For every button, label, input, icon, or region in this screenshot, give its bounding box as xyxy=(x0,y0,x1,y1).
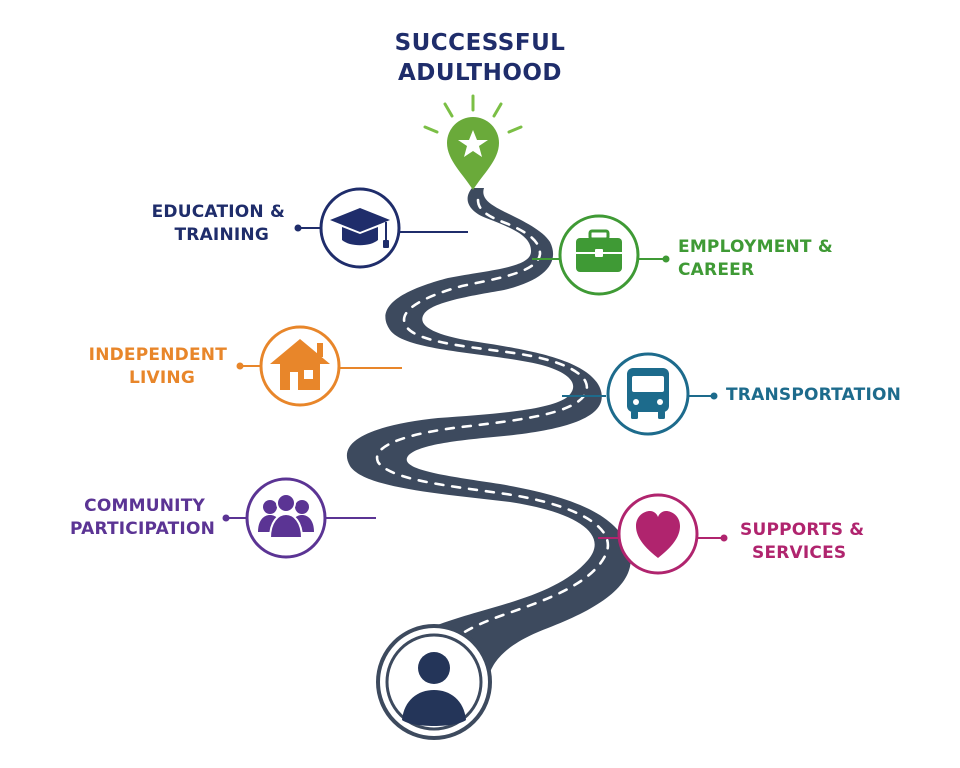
employment-label: EMPLOYMENT & CAREER xyxy=(678,236,833,282)
independent-living-milestone-circle xyxy=(259,325,341,407)
education-label: EDUCATION & TRAINING xyxy=(130,201,285,247)
road-center-line xyxy=(375,198,610,678)
start-person-circle xyxy=(376,624,492,740)
connector-lines xyxy=(222,224,728,542)
title-line-1: SUCCESSFUL xyxy=(394,30,566,56)
goal-pin xyxy=(423,94,523,190)
education-label-line-1: EDUCATION & xyxy=(151,202,285,222)
transportation-label-line-1: TRANSPORTATION xyxy=(726,385,902,405)
supports-label-line-2: SERVICES xyxy=(752,543,847,563)
supports-label-line-1: SUPPORTS & xyxy=(740,520,865,540)
transportation-milestone-circle xyxy=(606,352,690,436)
community-label-line-2: PARTICIPATION xyxy=(70,519,216,539)
heart-icon xyxy=(636,511,680,558)
employment-label-line-1: EMPLOYMENT & xyxy=(678,237,833,257)
transportation-label: TRANSPORTATION xyxy=(726,384,902,407)
employment-label-line-2: CAREER xyxy=(678,260,755,280)
road-surface xyxy=(346,188,631,680)
star-location-pin-icon xyxy=(458,130,488,157)
house-icon xyxy=(270,339,330,390)
supports-label: SUPPORTS & SERVICES xyxy=(740,519,890,565)
supports-milestone-circle xyxy=(617,493,699,575)
education-milestone-circle xyxy=(319,187,401,269)
diagram-title: SUCCESSFUL ADULTHOOD xyxy=(330,28,630,88)
education-label-line-2: TRAINING xyxy=(174,225,269,245)
title-line-2: ADULTHOOD xyxy=(397,60,563,86)
community-milestone-circle xyxy=(245,477,327,559)
winding-road xyxy=(346,188,631,680)
community-label: COMMUNITY PARTICIPATION xyxy=(70,495,215,541)
briefcase-icon xyxy=(576,229,622,272)
community-label-line-1: COMMUNITY xyxy=(84,496,205,516)
bus-icon xyxy=(627,368,669,419)
independent-living-label-line-2: LIVING xyxy=(128,368,195,388)
graduation-cap-icon xyxy=(330,208,390,248)
person-icon xyxy=(402,652,466,726)
independent-living-label: INDEPENDENT LIVING xyxy=(80,344,227,390)
people-icon xyxy=(258,493,314,539)
independent-living-label-line-1: INDEPENDENT xyxy=(88,345,227,365)
employment-milestone-circle xyxy=(558,214,640,296)
